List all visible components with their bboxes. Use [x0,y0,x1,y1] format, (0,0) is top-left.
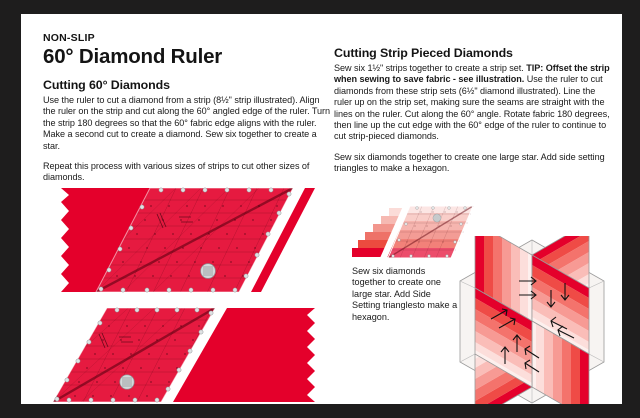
seam-direction-arrows [490,276,575,373]
right-paragraph-1-rest: Use the ruler to cut diamonds from these… [334,74,610,142]
illustration-second-cut [43,302,333,404]
right-column: Cutting Strip Pieced Diamonds Sew six 1½… [334,46,614,175]
ruler-grip-knob [119,374,135,390]
left-paragraph-2: Repeat this process with various sizes o… [43,161,310,183]
right-paragraph-1-tip: TIP: Offset the strip when sewing to sav… [334,63,610,85]
ruler-center-line [96,188,293,292]
left-paragraph-1: Use the ruler to cut a diamond from a st… [43,95,331,151]
ruler-outline [52,307,216,403]
left-column: NON-SLIP 60° Diamond Ruler Cutting 60° D… [43,32,333,184]
illustration-star-hexagon [441,236,622,404]
brand-eyebrow: NON-SLIP [43,32,95,44]
diamond-stripes [388,206,473,258]
ruler-outline [387,205,474,259]
right-paragraph-1-lead: Sew six 1½" strips together to create a … [334,63,527,73]
page-title: 60° Diamond Ruler [43,45,223,68]
right-section-heading: Cutting Strip Pieced Diamonds [334,46,513,60]
cut-line-gap [380,206,410,258]
right-paragraph-2: Sew six diamonds together to create one … [334,151,605,174]
paragraph-spacer [334,143,614,152]
instruction-card: NON-SLIP 60° Diamond Ruler Cutting 60° D… [21,14,622,404]
ruler-grip-rivets [54,307,214,403]
illustration-offset-strip-set [351,204,483,266]
ruler-grip-rivets [391,206,467,258]
cut-line-gap [239,188,305,292]
fabric-strip-shape [61,188,315,292]
ruler-grip-knob [200,263,216,279]
paragraph-spacer [43,152,333,161]
illustration-first-cut [43,186,333,299]
right-paragraph-1: Sew six 1½" strips together to create a … [334,63,614,143]
cut-line-gap [161,308,227,402]
left-section-heading: Cutting 60° Diamonds [43,78,170,92]
ruler-grip-rivets [98,187,292,293]
ruler-overlay [387,205,474,259]
ruler-outline [95,187,294,293]
ruler-grip-knob [432,213,442,223]
star-caption: Sew six diamonds together to create one … [352,266,458,322]
ruler-center-line [53,308,215,402]
star-diamond-right [532,255,589,354]
setting-triangle-seams [459,240,605,403]
ruler-center-line [387,205,474,259]
